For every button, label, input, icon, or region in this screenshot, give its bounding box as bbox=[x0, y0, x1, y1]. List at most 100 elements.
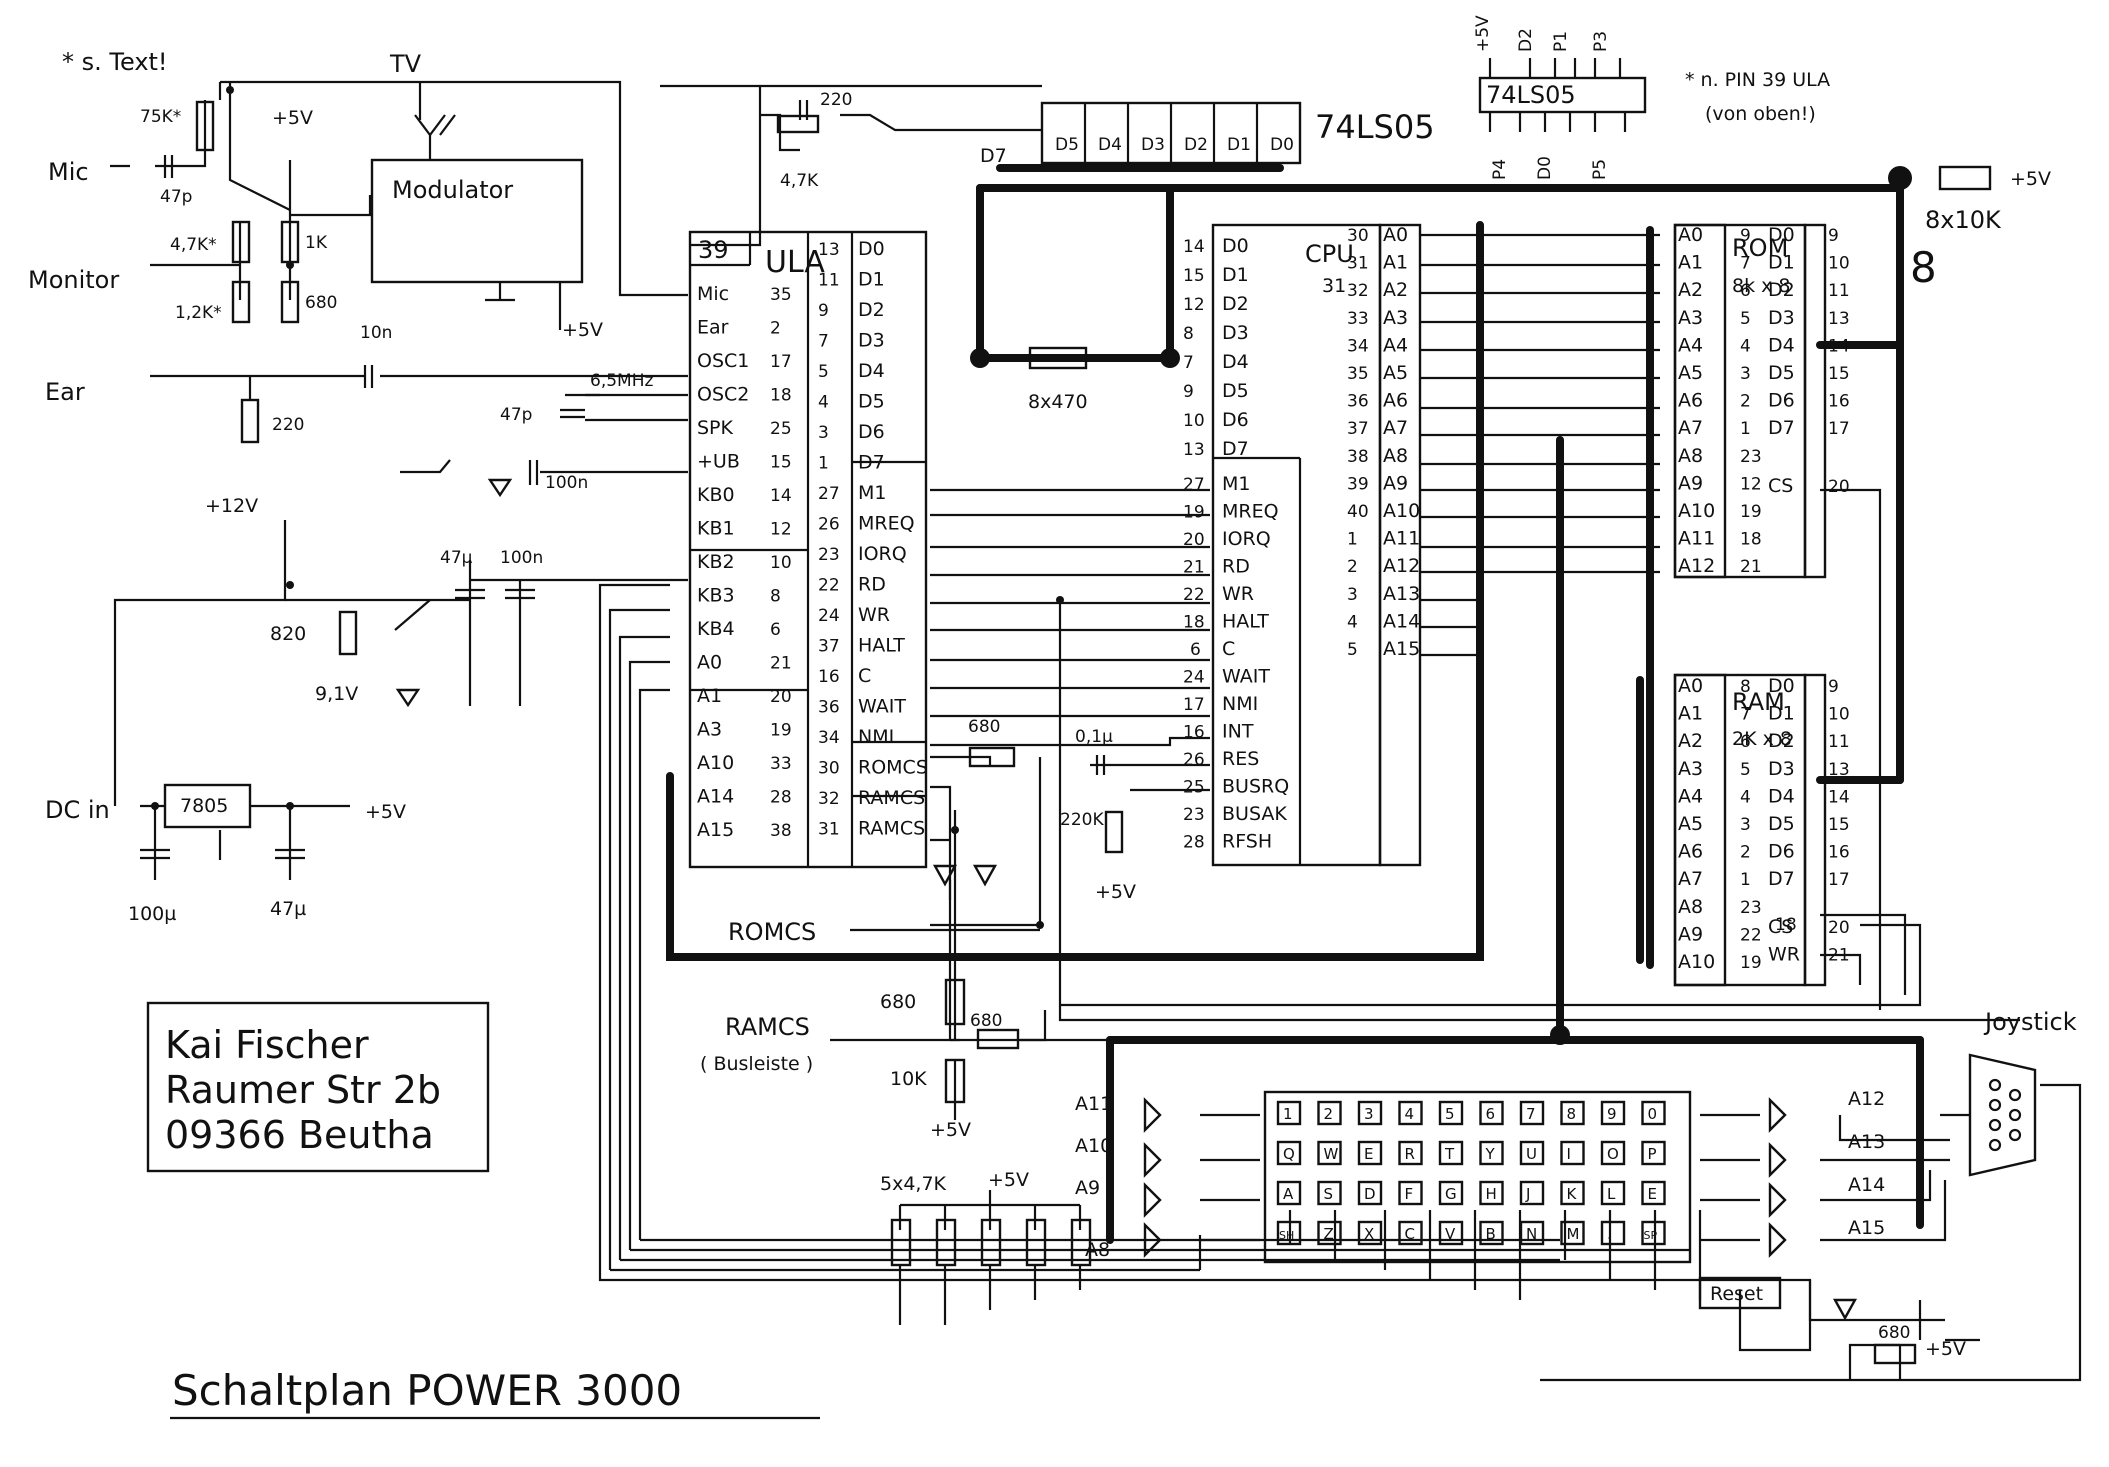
cpu-addr-pin-number: 31 bbox=[1347, 254, 1369, 274]
rom-data-pin-number: 10 bbox=[1828, 254, 1850, 274]
rom-addr-pin-number: 19 bbox=[1740, 502, 1762, 522]
cpu-ctrl-pin-number: 26 bbox=[1183, 750, 1205, 770]
audio-video-wiring bbox=[110, 80, 688, 880]
ram-addr-pin-number: 3 bbox=[1740, 815, 1751, 835]
c47p-value: 47p bbox=[160, 187, 192, 207]
plus5v-label-3: +5V bbox=[365, 801, 406, 823]
diodes bbox=[395, 478, 1858, 1321]
keyboard-key bbox=[1317, 1220, 1342, 1246]
ram-data-pin-name: D4 bbox=[1768, 785, 1795, 807]
rom-addr-pin-number: 18 bbox=[1740, 530, 1762, 550]
rom-data-pin-number: 15 bbox=[1828, 364, 1850, 384]
cpu-addr-pin-number: 36 bbox=[1347, 392, 1369, 412]
ula-right-pin-name: D6 bbox=[858, 421, 885, 443]
eight-label: 8 bbox=[1910, 243, 1937, 292]
ula-left-pin-number: 35 bbox=[770, 285, 792, 305]
ula-left-pin-number: 15 bbox=[770, 453, 792, 473]
ula-left-pin-number: 6 bbox=[770, 620, 781, 640]
modulator-box bbox=[370, 114, 584, 330]
keyboard-key bbox=[1479, 1220, 1504, 1246]
ula-right-pin-name: IORQ bbox=[858, 543, 907, 565]
keyboard-key-label: J bbox=[1525, 1185, 1530, 1203]
ula-left-pin-name: OSC1 bbox=[697, 350, 749, 372]
cpu-addr-pin-number: 40 bbox=[1347, 502, 1369, 522]
rom-addr-pin-number: 12 bbox=[1740, 474, 1762, 494]
ear-label: Ear bbox=[45, 378, 85, 406]
cpu-ctrl-pin-number: 25 bbox=[1183, 778, 1205, 798]
rom-addr-pin-name: A8 bbox=[1678, 445, 1703, 467]
ram-data-pin-name: CS bbox=[1768, 916, 1793, 938]
keyboard-key bbox=[1438, 1220, 1464, 1246]
cpu-addr-pin-number: 34 bbox=[1347, 336, 1369, 356]
keyboard-key bbox=[1398, 1180, 1423, 1206]
cpu-data-pin-name: D1 bbox=[1222, 264, 1249, 286]
cpu-ctrl-pin-number: 19 bbox=[1183, 503, 1205, 523]
cpu-addr-pin-name: A12 bbox=[1383, 555, 1420, 577]
cpu-addr-pin-number: 38 bbox=[1347, 447, 1369, 467]
ula-left-pin-number: 20 bbox=[770, 687, 792, 707]
ram-data-pin-name: D0 bbox=[1768, 675, 1795, 697]
ula-pin39: 39 bbox=[698, 236, 729, 264]
r12k-value: 1,2K* bbox=[175, 303, 222, 323]
ula-right-pin-number: 11 bbox=[818, 271, 840, 291]
keyboard-key bbox=[1438, 1100, 1464, 1126]
ula-left-pin-name: +UB bbox=[697, 451, 740, 473]
cpu-addr-pin-number: 4 bbox=[1347, 612, 1358, 632]
cpu-data-pin-name: D4 bbox=[1222, 351, 1249, 373]
d7-label: D7 bbox=[980, 145, 1007, 167]
keyboard-key-label: E bbox=[1648, 1185, 1657, 1203]
ula-right-pin-name: D7 bbox=[858, 452, 885, 474]
note-text: * s. Text! bbox=[62, 48, 168, 76]
ram-addr-pin-name: A9 bbox=[1678, 923, 1703, 945]
ula-left-pin-name: A0 bbox=[697, 652, 722, 674]
rom-data-pin-number: 17 bbox=[1828, 419, 1850, 439]
modulator-label: Modulator bbox=[392, 176, 513, 204]
c100u-value: 100µ bbox=[128, 903, 176, 925]
ula-right-pin-number: 26 bbox=[818, 515, 840, 535]
keyboard-key-label: H bbox=[1486, 1185, 1497, 1203]
r10k-value: 10K bbox=[890, 1068, 927, 1090]
rom-data-pin-number: 16 bbox=[1828, 392, 1850, 412]
mic-label: Mic bbox=[48, 158, 89, 186]
cpu-data-pin-name: D6 bbox=[1222, 409, 1249, 431]
ula-right-pin-number: 13 bbox=[818, 240, 840, 260]
ram-data-pin-number: 16 bbox=[1828, 843, 1850, 863]
plus5v-label-7: +5V bbox=[988, 1169, 1029, 1191]
ula-right-pin-number: 34 bbox=[818, 728, 840, 748]
rom-data-pin-name: D1 bbox=[1768, 252, 1795, 274]
cpu-addr-pin-name: A15 bbox=[1383, 638, 1420, 660]
ram-addr-pin-name: A1 bbox=[1678, 703, 1703, 725]
cpu-ctrl-pin-name: MREQ bbox=[1222, 501, 1279, 523]
cpu-chip bbox=[1211, 223, 1422, 867]
keyboard-key bbox=[1276, 1220, 1302, 1246]
keyboard-key bbox=[1519, 1140, 1545, 1166]
ula-left-pin-number: 10 bbox=[770, 553, 792, 573]
cpu-ctrl-pin-name: RFSH bbox=[1222, 831, 1272, 853]
ula-right-pin-name: RAMCS bbox=[858, 818, 925, 840]
cpu-ctrl-pin-number: 17 bbox=[1183, 695, 1205, 715]
cpu-addr-pin-number: 1 bbox=[1347, 530, 1358, 550]
ula-left-pin-name: SPK bbox=[697, 417, 734, 439]
pinout-top-label: P1 bbox=[1551, 31, 1571, 52]
ula-right-pin-name: D0 bbox=[858, 238, 885, 260]
buffer-gate-label: D1 bbox=[1227, 135, 1251, 155]
keyboard-key-label: P bbox=[1648, 1145, 1657, 1163]
ula-chip bbox=[688, 230, 928, 869]
rom-addr-pin-number: 4 bbox=[1740, 336, 1751, 356]
ram-addr-pin-number: 6 bbox=[1740, 732, 1751, 752]
tv-label: TV bbox=[389, 50, 422, 78]
keyboard-key bbox=[1276, 1140, 1302, 1166]
cpu-data-pin-name: D0 bbox=[1222, 235, 1249, 257]
keyboard-key-label: S bbox=[1324, 1185, 1334, 1203]
ula-right-pin-name: D3 bbox=[858, 330, 885, 352]
ula-left-pin-number: 38 bbox=[770, 821, 792, 841]
ula-left-pin-number: 12 bbox=[770, 520, 792, 540]
buffer-array bbox=[660, 84, 1302, 247]
keyboard-key bbox=[1641, 1180, 1666, 1206]
ula-right-pin-number: 27 bbox=[818, 484, 840, 504]
ram-addr-pin-name: A8 bbox=[1678, 896, 1703, 918]
reg-7805-label: 7805 bbox=[180, 795, 228, 817]
cpu-addr-pin-name: A5 bbox=[1383, 362, 1408, 384]
cpu-addr-pin-name: A8 bbox=[1383, 445, 1408, 467]
ula-left-pin-number: 18 bbox=[770, 386, 792, 406]
